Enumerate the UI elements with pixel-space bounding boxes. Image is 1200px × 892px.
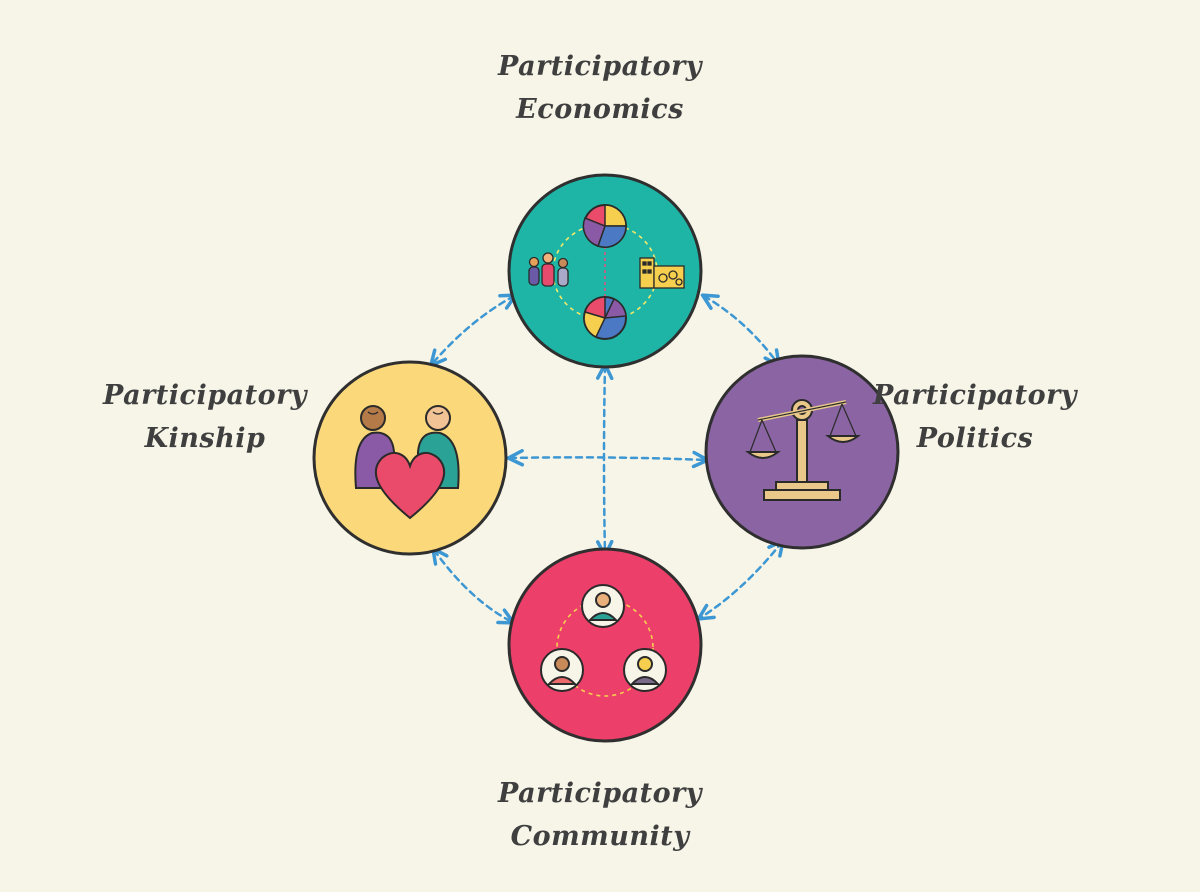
label-politics-line2: Politics [916,423,1034,454]
connector-economics-community [595,362,614,558]
connector-economics-kinship [429,293,518,368]
label-economics-line1: Participatory [498,51,702,82]
label-kinship-line2: Kinship [144,423,266,454]
connectors [429,293,785,625]
label-kinship: Participatory Kinship [75,374,335,460]
label-economics-line2: Economics [516,94,684,125]
node-politics [704,354,900,550]
node-kinship-circle [312,360,508,556]
label-economics: Participatory Economics [470,45,730,131]
node-community-circle [507,547,703,743]
node-community [507,547,703,743]
connector-politics-community [696,538,785,621]
connected-people-icon [540,584,667,697]
label-politics: Participatory Politics [845,374,1105,460]
label-politics-line1: Participatory [873,380,1077,411]
label-community-line2: Community [510,821,690,852]
balance-scale-icon [745,399,861,501]
node-economics [507,173,703,369]
couple-heart-icon [354,405,460,520]
connector-kinship-community [431,546,516,625]
connector-economics-politics [700,293,781,368]
connector-kinship-politics [506,449,710,469]
label-community-line1: Participatory [498,778,702,809]
label-community: Participatory Community [470,772,730,858]
label-kinship-line1: Participatory [103,380,307,411]
node-kinship [312,360,508,556]
pie-charts-people-factory-icon [528,204,685,340]
